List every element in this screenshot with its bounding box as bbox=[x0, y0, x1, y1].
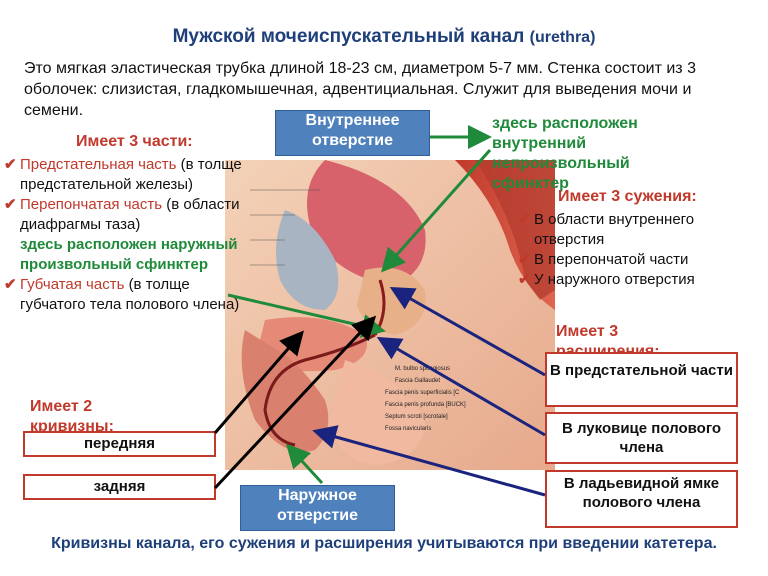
parts-list: ✔ Предстательная часть (в толще предстат… bbox=[4, 155, 249, 315]
curvatures-heading: Имеет 2 кривизны: bbox=[30, 398, 114, 435]
check-icon: ✔ bbox=[518, 211, 531, 228]
external-sphincter-note: здесь расположен наружный произвольный с… bbox=[20, 236, 238, 273]
label-bulbospongiosus: M. bulbo spongiosus bbox=[395, 366, 450, 372]
symphysis-bone bbox=[276, 210, 339, 310]
arrow-widening-bulb bbox=[376, 336, 546, 437]
part-membranous: ✔ Перепончатая часть (в области диафрагм… bbox=[4, 196, 240, 233]
arrow-curvature-anterior bbox=[213, 330, 304, 434]
narrowing-item: ✔У наружного отверстия bbox=[518, 271, 695, 288]
arrow-internal-to-figure bbox=[381, 149, 492, 273]
urethra-anatomy-illustration: M. bulbo spongiosus Fascia Gallaudet Fas… bbox=[225, 160, 555, 470]
footer-note: Кривизны канала, его сужения и расширени… bbox=[51, 535, 717, 552]
arrow-widening-fossa bbox=[312, 425, 546, 497]
spongy-body bbox=[241, 330, 329, 452]
check-icon: ✔ bbox=[4, 196, 17, 213]
check-icon: ✔ bbox=[4, 156, 17, 173]
arrow-external-opening bbox=[285, 443, 324, 485]
narrowing-item: ✔В перепончатой части bbox=[518, 251, 689, 268]
arrow-curvature-posterior bbox=[213, 315, 377, 490]
widening-fossa-box: В ладьевидной ямке полового члена bbox=[545, 470, 738, 528]
curvature-anterior-box: передняя bbox=[23, 431, 216, 457]
arrow-widening-prostatic bbox=[389, 287, 546, 377]
label-fascia-profunda: Fascia penis profunda [BUCK] bbox=[385, 402, 466, 408]
check-icon: ✔ bbox=[4, 276, 17, 293]
intro-paragraph: Это мягкая эластическая трубка длиной 18… bbox=[24, 60, 696, 119]
arrow-external-sphincter bbox=[227, 293, 386, 338]
label-gallaudet: Fascia Gallaudet bbox=[395, 378, 440, 384]
title-main: Мужской мочеиспускательный канал bbox=[172, 26, 525, 47]
narrowings-list: ✔В области внутреннего отверстия ✔В пере… bbox=[518, 210, 758, 290]
narrowing-item: ✔В области внутреннего отверстия bbox=[518, 211, 695, 248]
scrotum bbox=[330, 360, 425, 465]
widening-prostatic-box: В предстательной части bbox=[545, 352, 738, 407]
parts-heading: Имеет 3 части: bbox=[76, 133, 193, 150]
part-spongy: ✔ Губчатая часть (в толще губчатого тела… bbox=[4, 276, 240, 313]
page-title: Мужской мочеиспускательный канал (urethr… bbox=[0, 26, 768, 48]
check-icon: ✔ bbox=[518, 271, 531, 288]
title-latin: (urethra) bbox=[529, 29, 596, 46]
label-fossa-navicularis: Fossa navicularis bbox=[385, 426, 431, 432]
widening-bulb-box: В луковице полового члена bbox=[545, 412, 738, 464]
label-fascia-superficialis: Fascia penis superficialis [C bbox=[385, 390, 460, 396]
internal-opening-box: Внутреннее отверстие bbox=[275, 110, 430, 156]
curvature-posterior-box: задняя bbox=[23, 474, 216, 500]
external-opening-box: Наружное отверстие bbox=[240, 485, 395, 531]
check-icon: ✔ bbox=[518, 251, 531, 268]
narrowings-heading: Имеет 3 сужения: bbox=[558, 188, 697, 205]
label-septum-scroti: Septum scroti [scrotale] bbox=[385, 414, 448, 420]
part-prostatic: ✔ Предстательная часть (в толще предстат… bbox=[4, 156, 242, 193]
internal-sphincter-note: здесь расположен внутренний непроизвольн… bbox=[492, 115, 638, 192]
